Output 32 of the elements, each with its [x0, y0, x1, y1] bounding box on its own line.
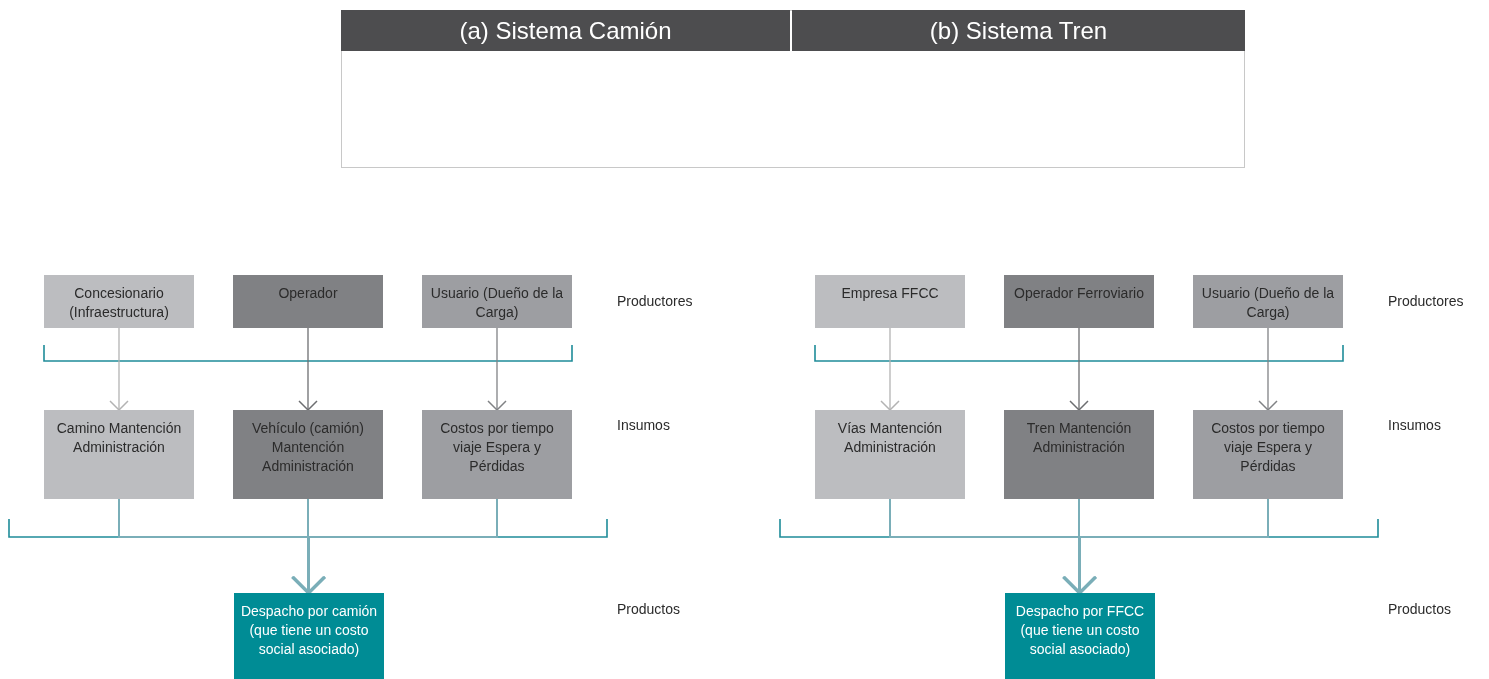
process-box: Concesionario (Infraestructura)	[44, 275, 194, 328]
arrow	[880, 327, 900, 411]
row-label: Productos	[1388, 601, 1452, 617]
header-cell: (b) Sistema Tren	[792, 10, 1245, 51]
arrow	[290, 498, 326, 595]
process-box: Operador Ferroviario	[1004, 275, 1154, 328]
row-label: Insumos	[617, 417, 670, 433]
process-box: Usuario (Dueño de la Carga)	[1193, 275, 1343, 328]
process-box: Costos por tiempo viaje Espera y Pérdidas	[1193, 410, 1343, 499]
row-label: Insumos	[1388, 417, 1441, 433]
arrow	[1069, 327, 1089, 411]
process-box: Usuario (Dueño de la Carga)	[422, 275, 572, 328]
arrow	[487, 327, 507, 411]
row-label: Productores	[1388, 293, 1464, 309]
process-box: Tren Mantención Administración	[1004, 410, 1154, 499]
arrow	[1061, 498, 1097, 595]
process-box: Despacho por camión (que tiene un costo social asociado)	[234, 593, 384, 679]
row-label: Productores	[617, 293, 693, 309]
process-box: Operador	[233, 275, 383, 328]
process-box: Empresa FFCC	[815, 275, 965, 328]
process-box: Vías Mantención Administración	[815, 410, 965, 499]
arrow	[109, 327, 129, 411]
header-cell: (a) Sistema Camión	[341, 10, 790, 51]
process-box: Vehículo (camión) Mantención Administración	[233, 410, 383, 499]
process-box: Despacho por FFCC (que tiene un costo social asociado)	[1005, 593, 1155, 679]
arrow	[291, 498, 498, 595]
process-box: Costos por tiempo viaje Espera y Pérdidas	[422, 410, 572, 499]
arrow	[1258, 327, 1278, 411]
arrow	[1062, 498, 1269, 595]
arrow	[298, 327, 318, 411]
process-box: Camino Mantención Administración	[44, 410, 194, 499]
row-label: Productos	[617, 601, 681, 617]
